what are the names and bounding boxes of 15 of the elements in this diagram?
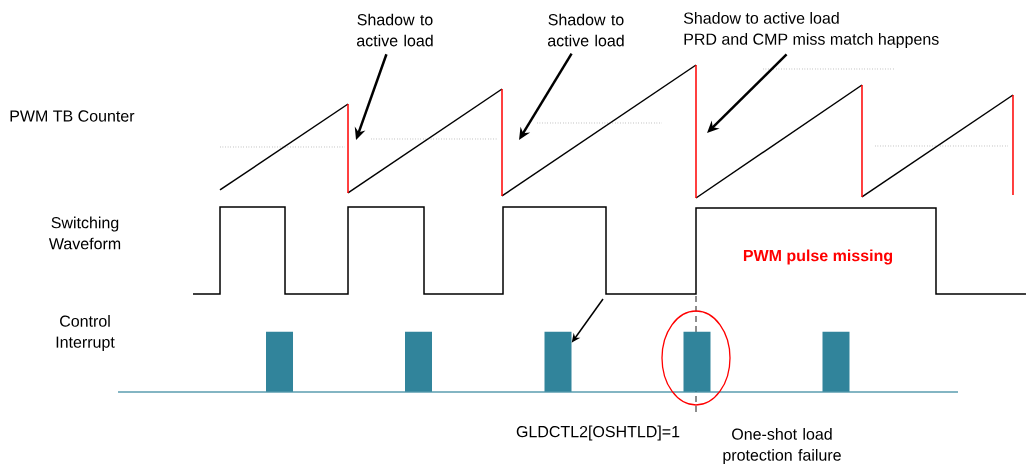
interrupt-pulse [266, 331, 293, 392]
callout-text: Shadow to active load PRD and CMP miss match happens [683, 12, 939, 48]
callout-text: Shadow to active load [357, 13, 433, 47]
interrupt-pulse [683, 331, 711, 392]
interrupt-pulse [544, 331, 572, 392]
row-label: PWM TB Counter [10, 110, 135, 122]
interrupt-pulse [822, 331, 850, 392]
callout-text: Shadow to active load [548, 13, 624, 47]
arrow [707, 53, 788, 133]
row-label: Control Interrupt [56, 315, 115, 351]
interrupt-pulse [405, 331, 432, 392]
annotation-text: GLDCTL2[OSHTLD]=1 [516, 425, 680, 441]
row-label: Switching Waveform [48, 216, 121, 250]
annotation-text: One-shot load protection failure [723, 428, 841, 464]
warning-text: PWM pulse missing [743, 249, 893, 265]
